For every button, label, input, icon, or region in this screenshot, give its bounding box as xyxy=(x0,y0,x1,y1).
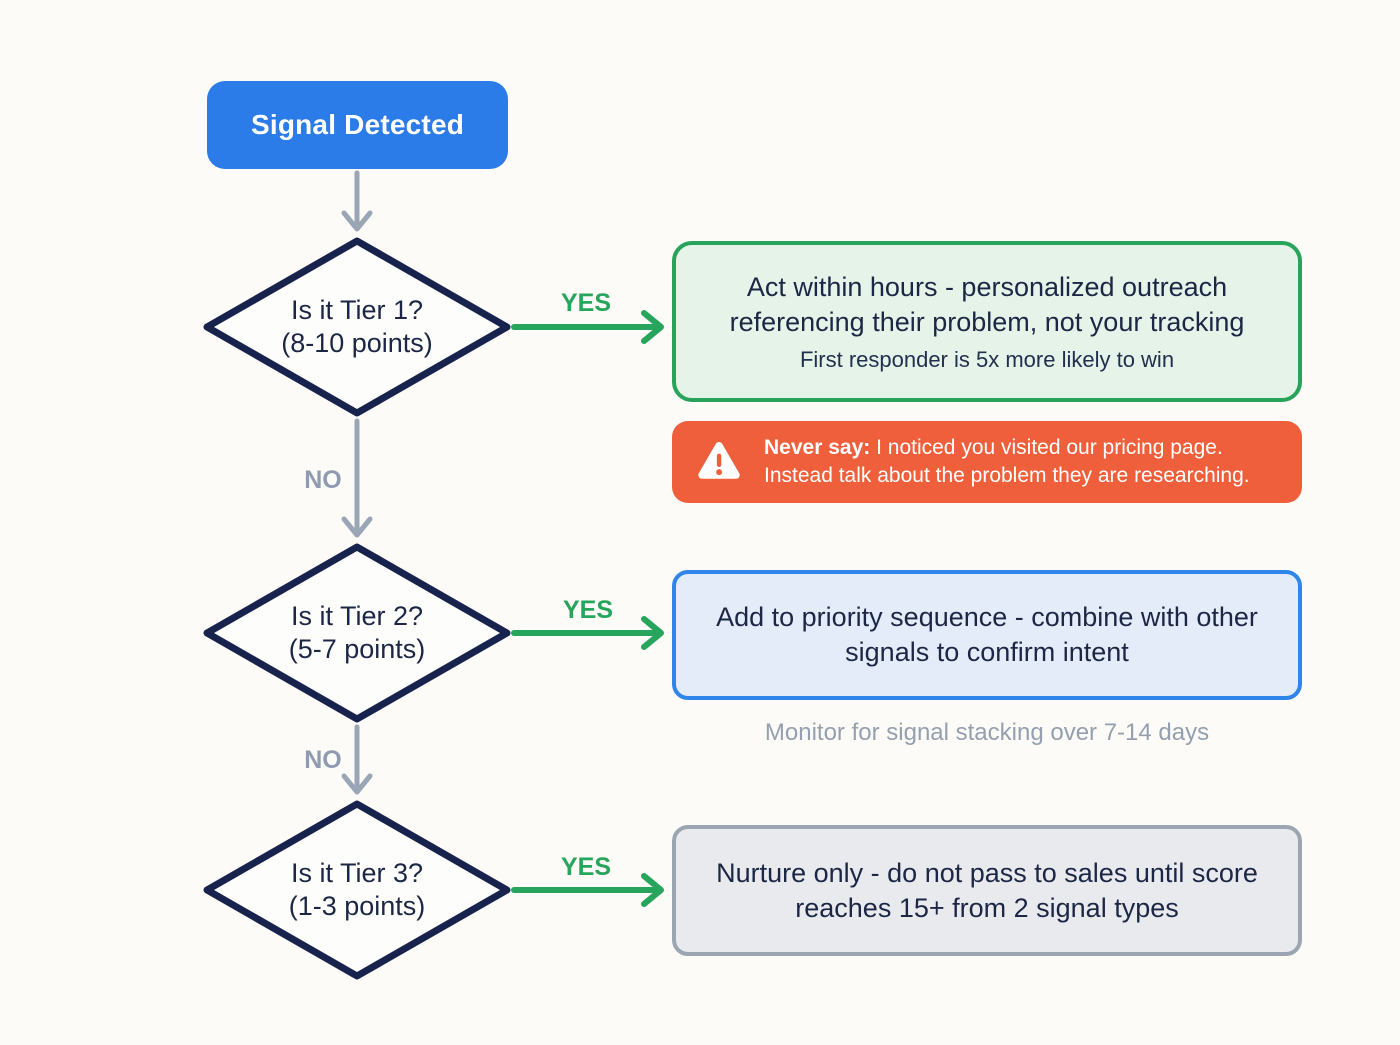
outcome-box-tier1: Act within hours - personalized outreach… xyxy=(672,241,1302,402)
connector-tier3-yes xyxy=(511,873,664,907)
edge-label-tier2-no: NO xyxy=(304,746,342,774)
edge-label-tier1-yes: YES xyxy=(560,289,612,317)
warning-line-1: Never say: I noticed you visited our pri… xyxy=(764,434,1250,462)
edge-label-tier2-yes: YES xyxy=(562,596,614,624)
warning-triangle-icon xyxy=(698,442,740,479)
decision-tier3-title: Is it Tier 3? xyxy=(290,858,424,888)
decision-tier3-label: Is it Tier 3? (1-3 points) xyxy=(207,857,507,923)
connector-start-to-tier1 xyxy=(341,170,373,232)
edge-label-tier1-no: NO xyxy=(304,466,342,494)
connector-tier1-yes xyxy=(511,310,664,344)
decision-tier1-title: Is it Tier 1? xyxy=(290,295,424,325)
decision-tier2-shape xyxy=(203,543,511,723)
decision-tier2-title: Is it Tier 2? xyxy=(290,601,424,631)
edge-label-tier3-yes: YES xyxy=(560,853,612,881)
decision-tier2-label: Is it Tier 2? (5-7 points) xyxy=(207,600,507,666)
tier2-monitor-note: Monitor for signal stacking over 7-14 da… xyxy=(764,719,1210,746)
outcome-tier1-subtext: First responder is 5x more likely to win xyxy=(799,347,1175,373)
warning-box-never-say: Never say: I noticed you visited our pri… xyxy=(672,421,1302,503)
decision-tier1-subtitle: (8-10 points) xyxy=(281,327,433,358)
decision-tier1-label: Is it Tier 1? (8-10 points) xyxy=(207,294,507,360)
outcome-box-tier2: Add to priority sequence - combine with … xyxy=(672,570,1302,700)
warning-line-1-text: I noticed you visited our pricing page. xyxy=(876,436,1223,460)
decision-tier1-shape xyxy=(203,237,511,417)
decision-tier2-subtitle: (5-7 points) xyxy=(288,633,426,664)
start-node-label: Signal Detected xyxy=(250,109,465,140)
start-node-signal-detected: Signal Detected xyxy=(207,81,508,169)
warning-text: Never say: I noticed you visited our pri… xyxy=(764,434,1250,489)
connector-tier1-to-tier2 xyxy=(341,418,373,538)
decision-tier3-subtitle: (1-3 points) xyxy=(288,890,426,921)
connector-tier2-yes xyxy=(511,616,664,650)
outcome-box-tier3: Nurture only - do not pass to sales unti… xyxy=(672,825,1302,956)
connector-tier2-to-tier3 xyxy=(341,724,373,795)
outcome-tier2-text: Add to priority sequence - combine with … xyxy=(716,602,1258,667)
outcome-tier3-text: Nurture only - do not pass to sales unti… xyxy=(716,857,1258,923)
outcome-tier1-text: Act within hours - personalized outreach… xyxy=(729,271,1245,337)
warning-bold-prefix: Never say: xyxy=(764,436,871,460)
decision-tier3-shape xyxy=(203,800,511,980)
warning-line-2: Instead talk about the problem they are … xyxy=(764,464,1250,487)
